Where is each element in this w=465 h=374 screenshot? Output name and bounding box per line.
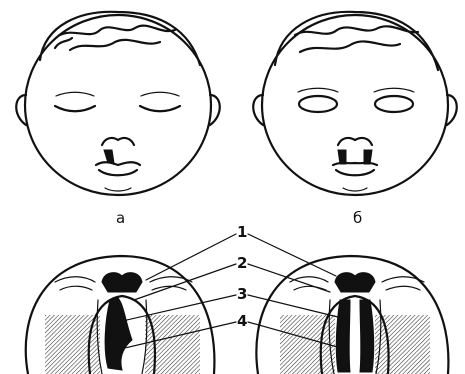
left-eye (299, 96, 337, 112)
panel-label-b: б (353, 209, 362, 227)
hair (275, 12, 438, 70)
upper-lip (333, 163, 377, 165)
nasal-opening (102, 273, 142, 292)
upper-lip (96, 162, 140, 165)
left-eyebrow (56, 92, 94, 96)
callout-3: 3 (237, 285, 247, 303)
hair (40, 12, 200, 65)
palatal-cleft-right (360, 300, 374, 372)
callout-4: 4 (237, 312, 247, 330)
palate-view-unilateral (26, 256, 215, 374)
unilateral-cleft-lip (104, 150, 114, 163)
right-eye (375, 96, 413, 112)
left-eyebrow (298, 88, 338, 92)
chin (105, 188, 131, 191)
hatched-cheek-right (145, 315, 200, 374)
right-eyebrow (374, 88, 414, 92)
panel-label-a: а (116, 209, 125, 227)
nose (338, 138, 372, 145)
nose (102, 138, 134, 145)
callout-1: 1 (237, 223, 247, 241)
left-closed-eye (55, 106, 95, 111)
face-bilateral-cleft (253, 12, 457, 195)
lower-lip (99, 170, 137, 175)
lower-lip (336, 170, 374, 175)
nasal-opening (335, 273, 375, 292)
chin (343, 188, 367, 191)
right-closed-eye (140, 106, 180, 111)
face-unilateral-cleft (16, 12, 220, 195)
callout-2: 2 (237, 254, 247, 272)
palatal-cleft (105, 298, 132, 370)
right-eyebrow (141, 92, 179, 96)
palate-view-bilateral (256, 256, 448, 374)
palatal-cleft-left (336, 300, 350, 372)
